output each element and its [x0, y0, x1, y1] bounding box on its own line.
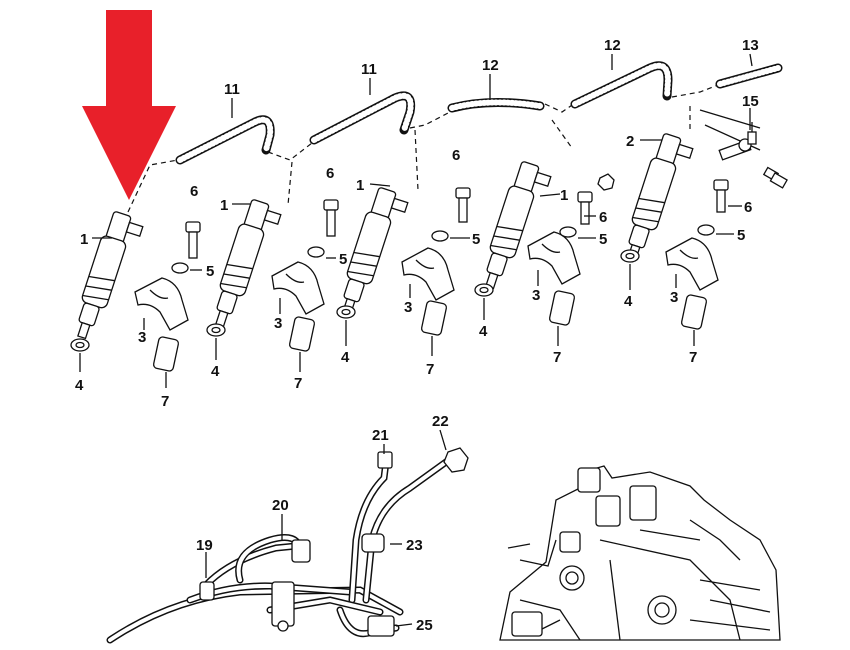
- hose-11-first: [175, 115, 275, 165]
- callout-6: 6: [190, 183, 198, 200]
- callout-3: 3: [670, 289, 678, 306]
- callout-13: 13: [742, 37, 759, 54]
- callout-11: 11: [361, 61, 377, 78]
- hose-12-straight: [447, 97, 545, 113]
- callout-6: 6: [452, 147, 460, 164]
- callout-15: 15: [742, 93, 759, 110]
- callout-6: 6: [599, 209, 607, 226]
- callout-1: 1: [356, 177, 364, 194]
- callout-1: 1: [80, 231, 88, 248]
- leak-off-hoses: [127, 61, 783, 213]
- callout-19: 19: [196, 537, 213, 554]
- hose-13: [715, 63, 783, 89]
- callout-1: 1: [220, 197, 228, 214]
- callout-7: 7: [689, 349, 697, 366]
- callout-5: 5: [339, 251, 347, 268]
- callout-3: 3: [274, 315, 282, 332]
- fitting-15: [699, 109, 788, 189]
- washers-4: [70, 249, 640, 352]
- injector-1-c: [342, 187, 409, 316]
- callout-20: 20: [272, 497, 289, 514]
- injection-pump: [499, 465, 781, 641]
- clamp-3-e: [665, 237, 719, 291]
- callout-4: 4: [479, 323, 488, 340]
- callout-12: 12: [482, 57, 499, 74]
- bolts-6-washers-5: [171, 173, 729, 274]
- clamp-3-a: [134, 277, 189, 331]
- callout-25: 25: [416, 617, 433, 634]
- callout-4: 4: [75, 377, 84, 394]
- fuel-pipes: [106, 429, 469, 644]
- callout-3: 3: [532, 287, 540, 304]
- callout-4: 4: [211, 363, 220, 380]
- red-pointer-arrow: [82, 10, 176, 200]
- injector-2: [627, 133, 694, 262]
- callout-22: 22: [432, 413, 449, 430]
- callout-21: 21: [372, 427, 389, 444]
- clamp-3-c: [401, 247, 455, 301]
- callout-1: 1: [560, 187, 568, 204]
- callout-5: 5: [472, 231, 480, 248]
- callout-6: 6: [744, 199, 752, 216]
- clamp-3-d: [527, 231, 581, 285]
- clamp-3-b: [271, 261, 325, 315]
- callout-2: 2: [626, 133, 634, 150]
- callout-3: 3: [404, 299, 412, 316]
- callout-3: 3: [138, 329, 146, 346]
- injector-1-b: [215, 199, 282, 328]
- callout-12: 12: [604, 37, 621, 54]
- callout-5: 5: [206, 263, 214, 280]
- callout-7: 7: [553, 349, 561, 366]
- sleeves-7: [152, 290, 708, 372]
- leader-lines: [79, 53, 753, 388]
- callout-5: 5: [737, 227, 745, 244]
- callout-4: 4: [624, 293, 633, 310]
- callout-labels: 1 1 1 1 2 3 3 3 3 3 4 4 4 4 4 5 5 5 5 5 …: [75, 37, 759, 634]
- injector-1-a: [77, 211, 144, 340]
- callout-7: 7: [426, 361, 434, 378]
- callout-6: 6: [326, 165, 334, 182]
- hose-12-curved: [570, 61, 673, 109]
- injector-1-d: [485, 161, 552, 290]
- callout-4: 4: [341, 349, 350, 366]
- callout-23: 23: [406, 537, 423, 554]
- hose-11-second: [309, 91, 416, 145]
- callout-5: 5: [599, 231, 607, 248]
- callout-7: 7: [294, 375, 302, 392]
- callout-11: 11: [224, 81, 240, 98]
- callout-7: 7: [161, 393, 169, 410]
